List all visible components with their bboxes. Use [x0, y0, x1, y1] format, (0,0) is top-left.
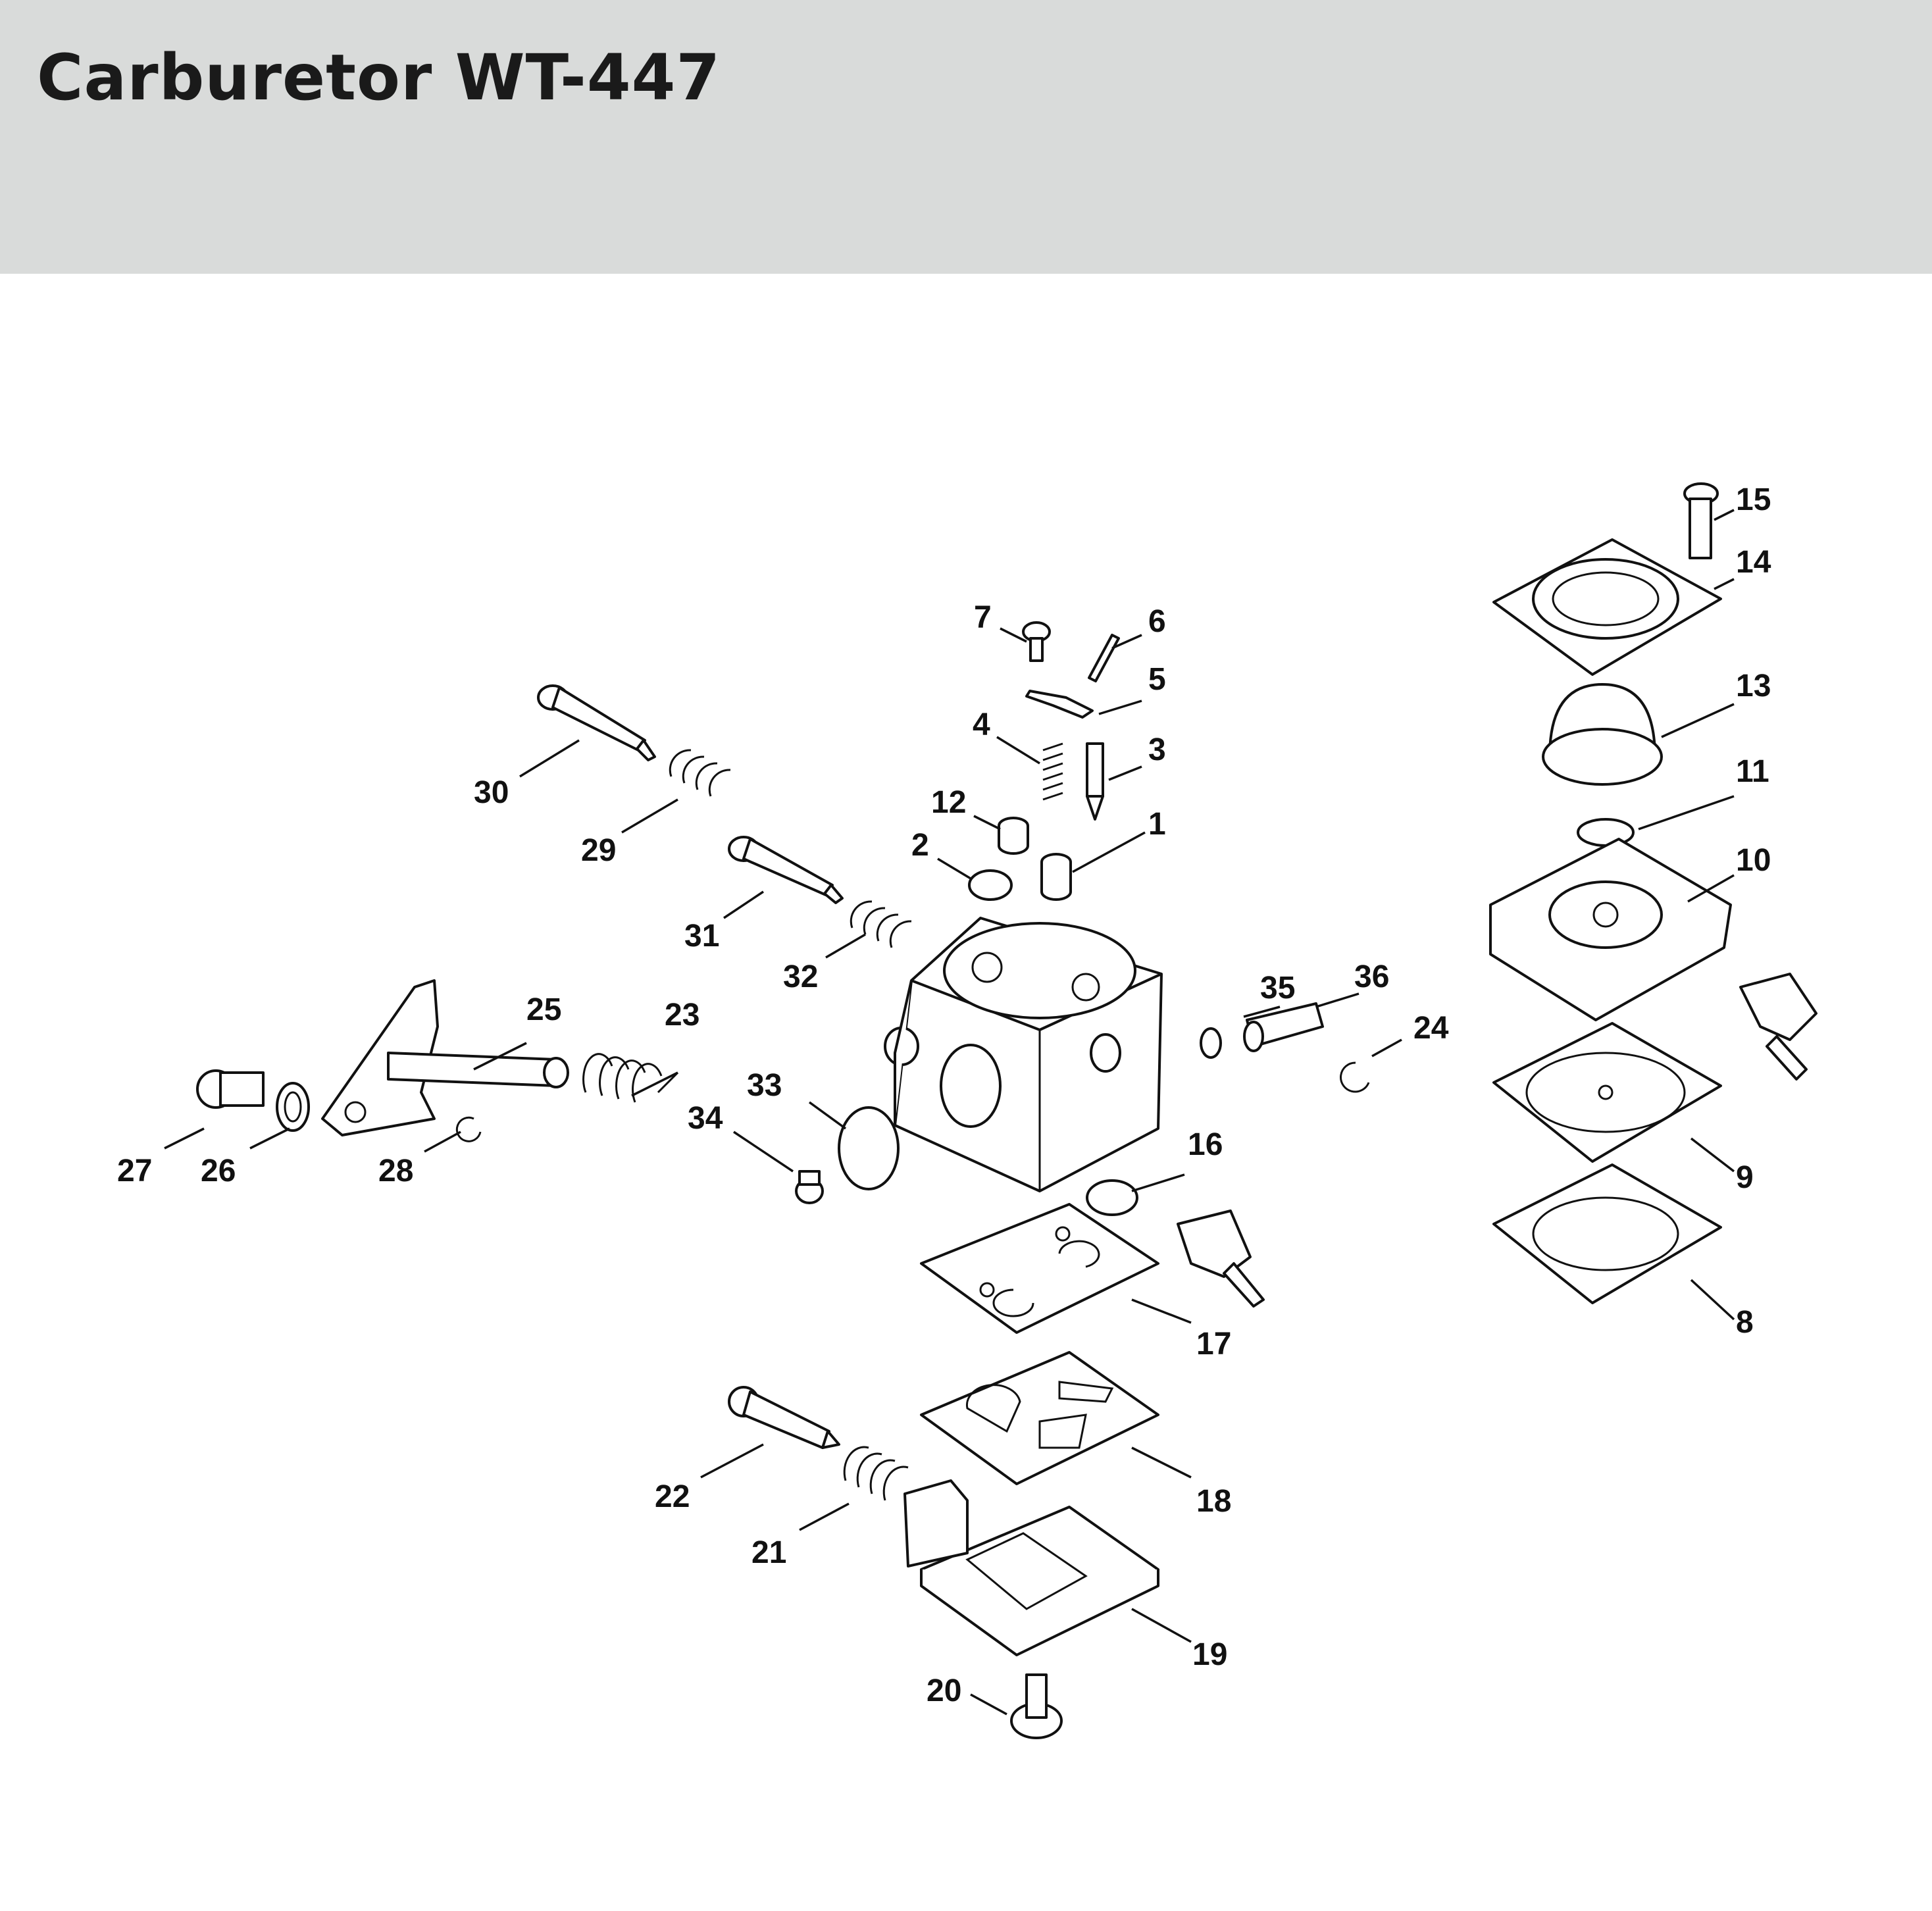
- part-label-28: 28: [378, 1154, 413, 1188]
- part-label-24: 24: [1413, 1011, 1449, 1046]
- part-label-17: 17: [1196, 1327, 1231, 1362]
- part-label-21: 21: [751, 1535, 786, 1570]
- part-label-14: 14: [1736, 545, 1771, 580]
- part-label-36: 36: [1354, 959, 1389, 994]
- part-number-labels: 1 2 3 4 5 6 7 8 9 10 11 12 13 14 15 16 1…: [117, 482, 1771, 1708]
- part-label-5: 5: [1148, 662, 1166, 697]
- callout-leaders: [164, 509, 1735, 1716]
- part-label-22: 22: [655, 1479, 690, 1514]
- part-label-15: 15: [1736, 482, 1771, 517]
- part-label-25: 25: [526, 992, 561, 1027]
- part-label-12: 12: [931, 785, 966, 820]
- part-label-2: 2: [911, 828, 929, 863]
- part-label-10: 10: [1736, 843, 1771, 878]
- part-label-19: 19: [1192, 1637, 1227, 1672]
- part-label-13: 13: [1736, 669, 1771, 703]
- part-label-35: 35: [1260, 971, 1295, 1006]
- inlet-needle-parts: [968, 621, 1120, 901]
- part-label-31: 31: [684, 919, 719, 954]
- part-label-33: 33: [747, 1068, 782, 1103]
- part-label-11: 11: [1736, 754, 1769, 789]
- part-label-18: 18: [1196, 1484, 1231, 1519]
- part-label-3: 3: [1148, 732, 1166, 767]
- part-label-29: 29: [581, 833, 616, 868]
- carburetor-body: [884, 917, 1163, 1192]
- adjusting-screws: [537, 684, 912, 948]
- fuel-pump-stack: [1489, 482, 1818, 1304]
- part-label-32: 32: [783, 959, 818, 994]
- part-label-30: 30: [474, 775, 509, 810]
- part-label-27: 27: [117, 1154, 152, 1188]
- part-label-6: 6: [1148, 604, 1166, 639]
- part-label-34: 34: [688, 1101, 723, 1136]
- part-label-1: 1: [1148, 807, 1166, 842]
- part-label-23: 23: [665, 998, 699, 1032]
- lower-plates: [728, 1203, 1159, 1739]
- throttle-shaft-group: [196, 979, 679, 1142]
- page-title: Carburetor WT-447: [37, 41, 721, 115]
- choke-parts: [795, 1002, 1370, 1308]
- part-label-20: 20: [927, 1673, 961, 1708]
- part-label-4: 4: [973, 707, 990, 742]
- part-label-8: 8: [1736, 1305, 1754, 1340]
- part-label-16: 16: [1188, 1127, 1223, 1162]
- header-band: Carburetor WT-447: [0, 0, 1932, 274]
- part-label-7: 7: [974, 600, 992, 635]
- part-label-9: 9: [1736, 1160, 1754, 1195]
- part-label-26: 26: [201, 1154, 236, 1188]
